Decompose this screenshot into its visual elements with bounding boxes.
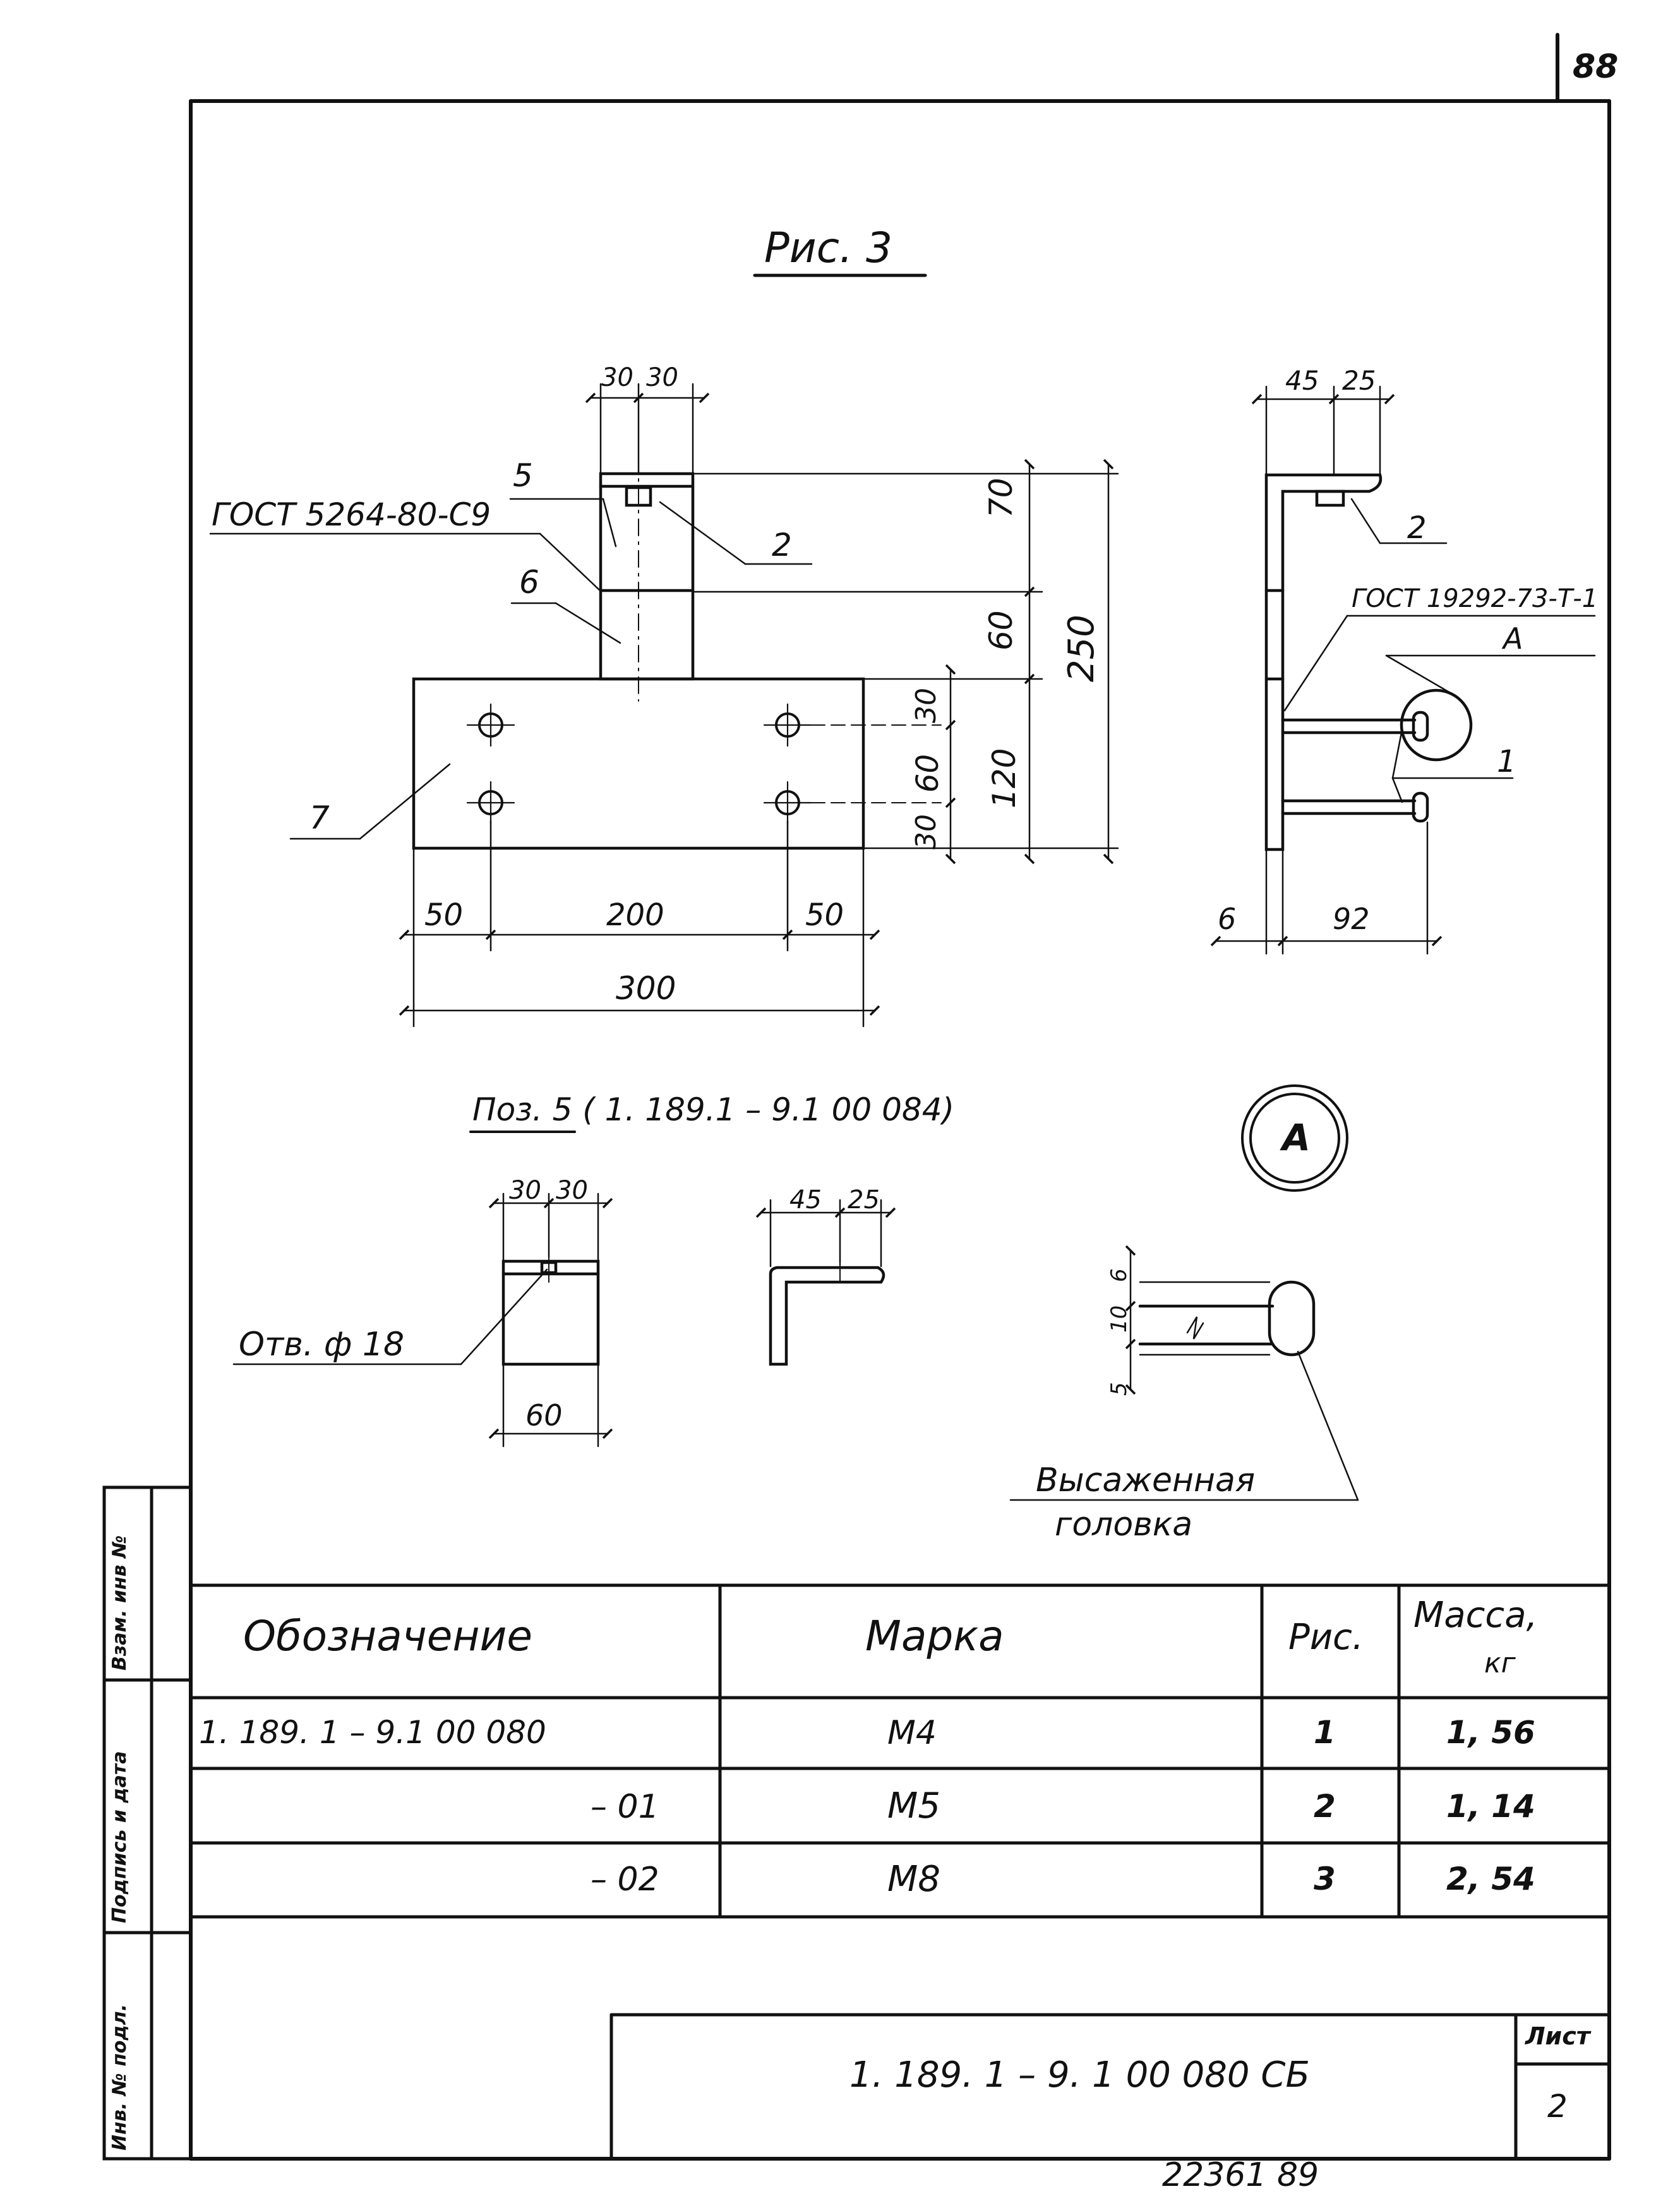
title-block-sheet-value: 2 <box>1547 2088 1568 2125</box>
pos-side-dim-25: 25 <box>848 1185 880 1215</box>
front-dim-30b: 30 <box>910 814 942 849</box>
position-view-outline <box>501 1256 885 1366</box>
front-dim-top-b: 30 <box>646 363 678 392</box>
title-block-grid <box>609 2013 1611 2161</box>
front-dim-70: 70 <box>983 477 1019 518</box>
front-callout-6: 6 <box>519 564 539 601</box>
pos-dim-30a: 30 <box>509 1176 541 1205</box>
sheet-number: 88 <box>1573 48 1619 86</box>
table-row-3-designation: – 02 <box>591 1861 659 1899</box>
table-header-fig: Рис. <box>1288 1617 1364 1658</box>
title-block-sheet-label: Лист <box>1525 2022 1590 2050</box>
pos-dim-60: 60 <box>525 1398 563 1432</box>
table-header-mass-unit: кг <box>1484 1647 1516 1679</box>
detail-a-outline <box>1138 1280 1316 1357</box>
front-dim-120: 120 <box>986 748 1023 808</box>
detail-note-line2: головка <box>1055 1506 1193 1544</box>
side-dim-25: 25 <box>1342 365 1376 396</box>
detail-a-label: А <box>1282 1116 1311 1159</box>
side-detail-callout: А <box>1503 621 1523 656</box>
front-dim-30a: 30 <box>910 688 942 723</box>
front-callout-2: 2 <box>772 527 792 563</box>
stamp-cell-replace-inv: Взам. инв № <box>109 1535 131 1671</box>
front-callout-5: 5 <box>513 457 533 494</box>
front-dim-50a: 50 <box>424 897 464 933</box>
front-view-dimensions <box>399 383 1119 1028</box>
front-dim-top-a: 30 <box>601 363 633 392</box>
side-callout-2: 2 <box>1407 510 1427 546</box>
title-block-code: 1. 189. 1 – 9. 1 00 080 СБ <box>849 2055 1310 2096</box>
front-view-holes <box>466 703 942 825</box>
table-row-2-mass: 1, 14 <box>1446 1788 1535 1825</box>
front-dim-50b: 50 <box>805 897 844 933</box>
side-stamp-column <box>102 1485 193 2161</box>
front-dim-300: 300 <box>616 970 676 1007</box>
table-row-1-designation: 1. 189. 1 – 9.1 00 080 <box>199 1714 546 1751</box>
side-view-leaders <box>1283 498 1596 803</box>
table-row-2-designation: – 01 <box>591 1788 659 1826</box>
table-row-1-mark: М4 <box>887 1714 937 1752</box>
side-dim-45: 45 <box>1285 365 1319 396</box>
table-row-3-fig: 3 <box>1314 1861 1336 1897</box>
table-row-3-mark: М8 <box>887 1859 940 1900</box>
table-row-1-mass: 1, 56 <box>1446 1714 1535 1751</box>
front-callout-7: 7 <box>309 800 330 836</box>
table-row-2-mark: М5 <box>887 1785 940 1827</box>
side-view-outline <box>1264 473 1473 851</box>
table-row-3-mass: 2, 54 <box>1446 1861 1535 1897</box>
position-title: Поз. 5 ( 1. 189.1 – 9.1 00 084) <box>472 1091 955 1128</box>
detail-a-dimensions <box>1009 1245 1359 1501</box>
detail-note-line1: Высаженная <box>1036 1461 1256 1499</box>
stamp-cell-original-inv: Инв. № подл. <box>109 2003 131 2151</box>
side-callout-1: 1 <box>1497 744 1516 779</box>
detail-dim-10: 10 <box>1107 1305 1132 1333</box>
hole-note: Отв. ф 18 <box>239 1326 405 1364</box>
detail-dim-5: 5 <box>1107 1382 1132 1396</box>
table-header-mark: Марка <box>865 1612 1004 1660</box>
front-dim-200: 200 <box>606 897 664 933</box>
figure-title: Рис. 3 <box>764 224 892 272</box>
front-dim-60b: 60 <box>910 753 945 793</box>
detail-dim-6: 6 <box>1107 1268 1132 1282</box>
side-weld-callout: ГОСТ 19292-73-Т-1 <box>1352 584 1599 613</box>
front-dim-250: 250 <box>1061 615 1102 682</box>
side-view-dimensions <box>1210 385 1443 955</box>
pos-side-dim-45: 45 <box>789 1185 822 1215</box>
table-row-1-fig: 1 <box>1314 1714 1336 1751</box>
side-dim-92: 92 <box>1333 902 1370 936</box>
table-row-2-fig: 2 <box>1314 1788 1336 1825</box>
front-view-outline <box>412 424 865 850</box>
front-dim-60: 60 <box>983 610 1019 651</box>
table-header-mass: Масса, <box>1413 1595 1538 1636</box>
stamp-cell-signature-date: Подпись и дата <box>109 1751 131 1923</box>
pos-dim-30b: 30 <box>556 1176 588 1205</box>
front-view-leaders <box>209 498 813 840</box>
table-header-designation: Обозначение <box>243 1612 532 1660</box>
detail-a-marker <box>1241 1084 1348 1192</box>
position-view-dimensions <box>488 1192 896 1448</box>
front-weld-callout: ГОСТ 5264-80-С9 <box>212 496 491 533</box>
spec-table-grid <box>189 1583 1611 1919</box>
side-dim-6: 6 <box>1218 902 1237 936</box>
archive-number: 22361 89 <box>1162 2156 1319 2194</box>
position-view-leader <box>232 1268 548 1365</box>
